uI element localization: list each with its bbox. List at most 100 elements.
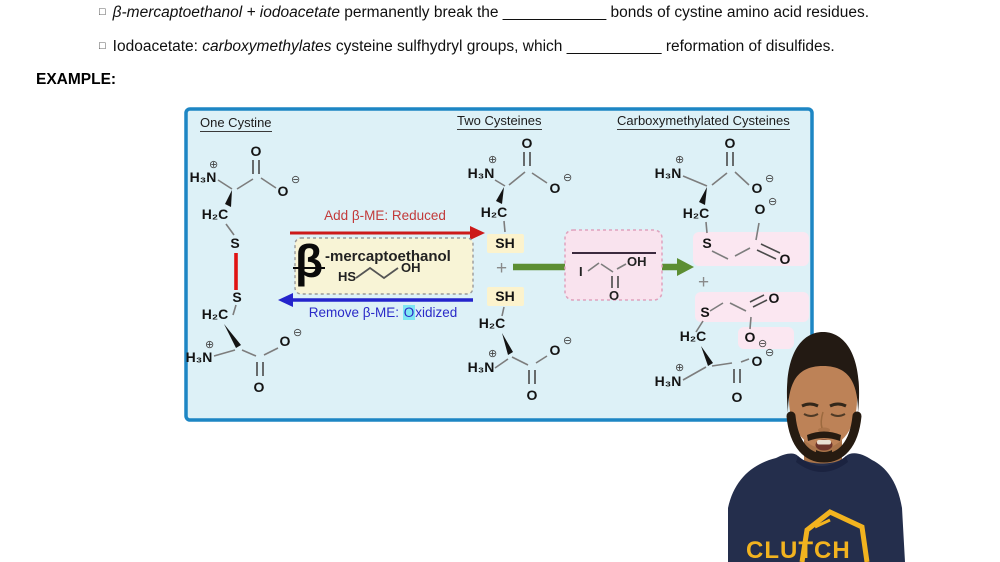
iodo-i-label: I (579, 264, 583, 279)
atom-o: O (550, 342, 561, 358)
bullet2-text: cysteine sulfhydryl groups, which (331, 38, 567, 55)
bullet2-text-start: Iodoacetate: (112, 38, 203, 55)
atom-o: O (280, 333, 291, 349)
presenter-nostrils (818, 427, 830, 433)
header-carboxymethylated: Carboxymethylated Cysteines (617, 113, 790, 130)
presenter-chin-beard (816, 450, 832, 462)
atom-s: S (232, 289, 241, 305)
reaction-diagram: β -mercaptoethanol HS OH I OH O O ⊖ (184, 107, 814, 422)
presenter-teeth (817, 440, 831, 445)
sh-highlight (487, 234, 524, 253)
iodo-oh-label: OH (627, 254, 647, 269)
remove-bme-label: Remove β-ME: Oxidized (287, 305, 479, 320)
charge-plus: ⊕ (205, 339, 214, 351)
add-bme-label: Add β-ME: Reduced (324, 208, 446, 223)
diagram-panel (184, 107, 814, 422)
example-heading: EXAMPLE: (36, 71, 117, 88)
atom-o: O (752, 180, 763, 196)
presenter: CLUTCH (728, 332, 905, 562)
add-bme-arrow (290, 226, 485, 240)
carboxymethyl-highlight (695, 292, 809, 322)
charge-plus: ⊕ (488, 348, 497, 360)
carboxymethyl-highlight (693, 232, 809, 266)
remove-label-pre: Remove β-ME: (308, 305, 403, 320)
atom-o: O (755, 201, 766, 217)
structure-one-cystine: O ⊖ O H₃N ⊕ H₂C S S H₂C H₃N ⊕ O ⊖ O (186, 143, 303, 395)
charge-plus: ⊕ (675, 362, 684, 374)
remove-bme-arrow (278, 293, 473, 307)
bullet1-text-end: bonds of cystine amino acid residues. (606, 4, 870, 21)
atom-o: O (745, 329, 756, 345)
atom-sh: SH (495, 288, 514, 304)
atom-o: O (732, 389, 743, 405)
presenter-nose (820, 411, 824, 429)
atom-h3n: H₃N (190, 169, 217, 185)
header-two-cysteines: Two Cysteines (457, 113, 542, 130)
atom-h3n: H₃N (468, 359, 495, 375)
structure-two-cysteines: O O ⊖ H₃N ⊕ H₂C SH + SH H₂C H₃N ⊕ O ⊖ O (468, 135, 573, 403)
atom-o: O (527, 387, 538, 403)
charge-minus: ⊖ (765, 347, 774, 359)
charge-minus: ⊖ (758, 338, 767, 350)
iodoacetate-reagent-box: I OH O (564, 229, 663, 303)
iodo-o-label: O (609, 288, 619, 303)
atom-o: O (254, 379, 265, 395)
bme-beta-glyph: β (295, 235, 323, 287)
charge-minus: ⊖ (765, 173, 774, 185)
bullet-checkbox-icon: □ (99, 40, 106, 52)
bullet2-text-end: reformation of disulfides. (661, 38, 835, 55)
charge-minus: ⊖ (563, 335, 572, 347)
clutch-shirt-text: CLUTCH (746, 537, 851, 562)
atom-h3n: H₃N (468, 165, 495, 181)
bullet1-text: permanently break the (339, 4, 503, 21)
atom-o: O (278, 183, 289, 199)
charge-plus: ⊕ (209, 159, 218, 171)
bullet2-italic-text: carboxymethylates (202, 38, 332, 55)
atom-s: S (700, 304, 709, 320)
carboxymethyl-highlight (738, 327, 794, 349)
header-one-cystine: One Cystine (200, 115, 272, 132)
plus-sign: + (698, 272, 709, 293)
charge-minus: ⊖ (293, 327, 302, 339)
structure-carboxymethylated: O O ⊖ H₃N ⊕ H₂C S O ⊖ O + S O O ⊖ H₂C H₃… (655, 135, 809, 405)
atom-h2c: H₂C (481, 204, 507, 220)
bullet1-blank: ____________ (502, 4, 607, 21)
bullet1-italic-text: β-mercaptoethanol + iodoacetate (112, 4, 340, 21)
atom-h3n: H₃N (186, 349, 213, 365)
bme-oh-label: OH (401, 260, 421, 275)
atom-o: O (550, 180, 561, 196)
atom-s: S (702, 235, 711, 251)
plus-sign: + (496, 258, 507, 279)
atom-h2c: H₂C (680, 328, 706, 344)
iodoacetate-arrow (513, 258, 694, 276)
atom-h2c: H₂C (202, 206, 228, 222)
atom-sh: SH (495, 235, 514, 251)
atom-h2c: H₂C (683, 205, 709, 221)
presenter-eyebrows (801, 402, 847, 408)
bme-name-label: -mercaptoethanol (325, 248, 451, 265)
charge-plus: ⊕ (488, 154, 497, 166)
bullet2-blank: ___________ (566, 38, 662, 55)
atom-o: O (251, 143, 262, 159)
charge-plus: ⊕ (675, 154, 684, 166)
presenter-mustache (807, 431, 841, 441)
presenter-closed-eyes (803, 413, 846, 417)
bme-reagent-box: β -mercaptoethanol HS OH (293, 235, 474, 295)
atom-h2c: H₂C (479, 315, 505, 331)
presenter-face (789, 352, 857, 448)
atom-o: O (522, 135, 533, 151)
clutch-hexagon-logo (799, 509, 870, 562)
atom-h2c: H₂C (202, 306, 228, 322)
charge-minus: ⊖ (768, 196, 777, 208)
charge-minus: ⊖ (563, 172, 572, 184)
presenter-hair (786, 332, 860, 413)
bullet-checkbox-icon: □ (99, 6, 106, 18)
atom-o: O (725, 135, 736, 151)
charge-minus: ⊖ (291, 174, 300, 186)
shirt-neckline (796, 456, 848, 472)
presenter-webcam: CLUTCH (728, 332, 905, 562)
atom-o: O (769, 290, 780, 306)
sh-highlight (487, 287, 524, 306)
atom-h3n: H₃N (655, 373, 682, 389)
